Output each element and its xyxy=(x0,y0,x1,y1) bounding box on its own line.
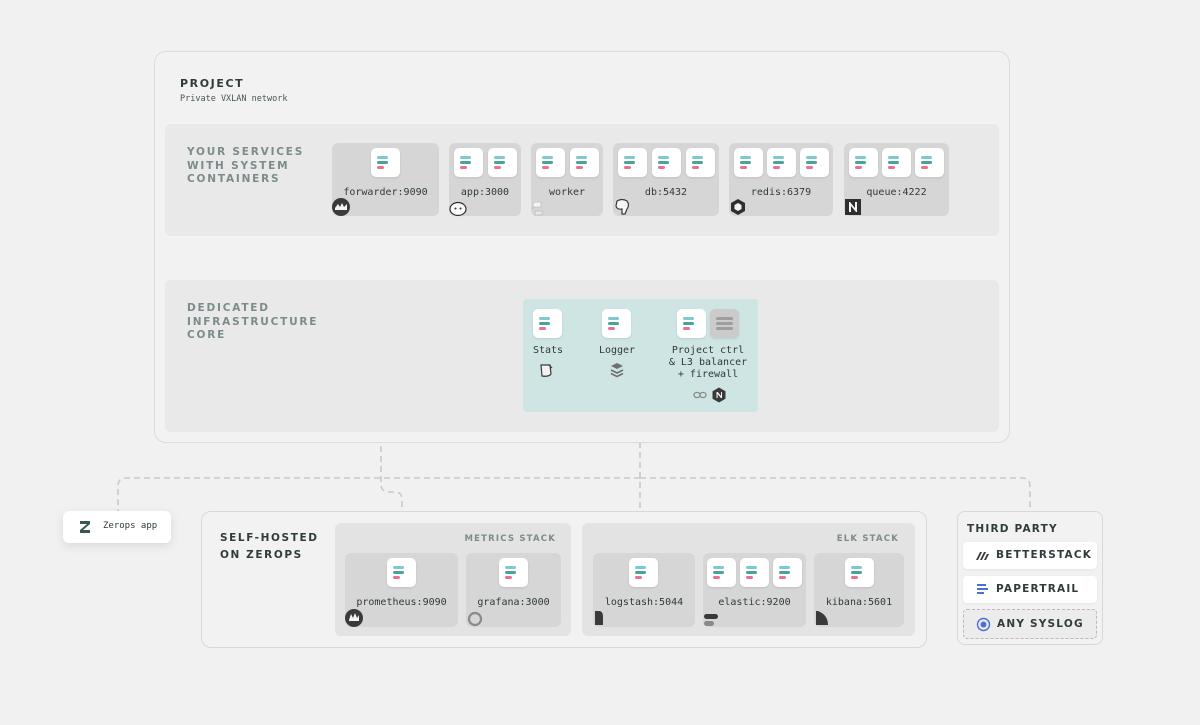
container-icon xyxy=(882,148,911,177)
container-icon xyxy=(849,148,878,177)
third-party-title: THIRD PARTY xyxy=(967,523,1058,535)
container-icon xyxy=(570,148,599,177)
container-icon xyxy=(677,309,706,338)
metrics-stack-label: METRICS STACK xyxy=(464,534,556,544)
service-label: forwarder:9090 xyxy=(343,187,428,198)
nats-icon xyxy=(845,199,861,215)
service-card-db[interactable]: db:5432 xyxy=(613,143,719,216)
python-icon xyxy=(532,201,544,216)
zerops-app-card[interactable]: Zerops app xyxy=(63,511,171,543)
service-card-worker[interactable]: worker xyxy=(531,143,603,216)
container-icon xyxy=(773,558,802,587)
project-ctrl-label: Project ctrl & L3 balancer + firewall xyxy=(668,345,748,380)
container-icon xyxy=(387,558,416,587)
container-icon xyxy=(734,148,763,177)
grey-connector-zerops-app xyxy=(117,477,640,511)
any-syslog-label: ANY SYSLOG xyxy=(997,618,1084,630)
container-icon xyxy=(800,148,829,177)
container-icon xyxy=(536,148,565,177)
service-label: kibana:5601 xyxy=(825,597,893,608)
container-icon xyxy=(767,148,796,177)
self-hosted-label: SELF-HOSTED ON ZEROPS xyxy=(220,532,319,561)
logger-label: Logger xyxy=(598,345,636,356)
service-card-logstash[interactable]: logstash:5044 xyxy=(593,553,695,627)
zerops-app-label: Zerops app xyxy=(103,521,158,531)
service-card-redis[interactable]: redis:6379 xyxy=(729,143,833,216)
container-icon xyxy=(740,558,769,587)
logstash-icon xyxy=(595,611,603,625)
fluentbit-icon xyxy=(332,198,350,216)
container-icon xyxy=(602,309,631,338)
container-icon xyxy=(707,558,736,587)
service-label: prometheus:9090 xyxy=(356,597,447,608)
elastic-icon xyxy=(704,614,718,626)
third-party-betterstack[interactable]: BETTERSTACK xyxy=(963,542,1097,569)
container-icon xyxy=(629,558,658,587)
service-card-kibana[interactable]: kibana:5601 xyxy=(814,553,904,627)
stats-label: Stats xyxy=(532,345,564,356)
infrastructure-core-box: Stats Logger Project ctrl & L3 balancer … xyxy=(523,299,758,412)
prometheus-icon xyxy=(345,609,363,627)
logger-stack-icon xyxy=(610,363,624,378)
container-icon xyxy=(488,148,517,177)
betterstack-icon xyxy=(976,552,989,560)
services-section-label: YOUR SERVICES WITH SYSTEM CONTAINERS xyxy=(187,146,305,185)
third-party-papertrail[interactable]: PAPERTRAIL xyxy=(963,576,1097,603)
third-party-any-syslog[interactable]: ANY SYSLOG xyxy=(963,609,1097,639)
container-icon xyxy=(686,148,715,177)
firewall-container-icon xyxy=(710,309,739,338)
service-label: redis:6379 xyxy=(750,187,812,198)
project-title: PROJECT xyxy=(180,77,245,90)
project-subtitle: Private VXLAN network xyxy=(180,94,288,104)
container-icon xyxy=(499,558,528,587)
service-label: worker xyxy=(548,187,586,198)
keydb-icon xyxy=(731,199,745,215)
service-label: db:5432 xyxy=(644,187,688,198)
zerops-logo-icon xyxy=(80,521,90,533)
service-card-queue[interactable]: queue:4222 xyxy=(844,143,949,216)
service-label: app:3000 xyxy=(460,187,510,198)
service-card-prometheus[interactable]: prometheus:9090 xyxy=(345,553,458,627)
link-icon xyxy=(693,391,707,399)
container-icon xyxy=(652,148,681,177)
grafana-icon xyxy=(467,611,483,627)
container-icon xyxy=(845,558,874,587)
service-label: elastic:9200 xyxy=(718,597,791,608)
syslog-icon xyxy=(976,617,991,632)
elk-stack-label: ELK STACK xyxy=(836,534,899,544)
container-icon xyxy=(915,148,944,177)
betterstack-label: BETTERSTACK xyxy=(996,549,1093,561)
container-icon xyxy=(533,309,562,338)
stats-db-icon xyxy=(540,364,553,377)
service-card-elastic[interactable]: elastic:9200 xyxy=(703,553,806,627)
container-icon xyxy=(454,148,483,177)
service-card-grafana[interactable]: grafana:3000 xyxy=(466,553,561,627)
grey-connector-third-party xyxy=(640,477,1031,511)
nginx-icon xyxy=(712,387,726,403)
postgresql-icon xyxy=(615,198,630,215)
service-card-forwarder[interactable]: forwarder:9090 xyxy=(332,143,439,216)
service-label: grafana:3000 xyxy=(477,597,550,608)
service-label: queue:4222 xyxy=(866,187,927,198)
papertrail-label: PAPERTRAIL xyxy=(996,583,1080,595)
kibana-icon xyxy=(816,611,828,625)
core-section-label: DEDICATED INFRASTRUCTURE CORE xyxy=(187,302,319,341)
service-card-app[interactable]: app:3000 xyxy=(449,143,521,217)
container-icon xyxy=(371,148,400,177)
container-icon xyxy=(618,148,647,177)
bun-icon xyxy=(449,201,467,217)
service-label: logstash:5044 xyxy=(604,597,684,608)
papertrail-icon xyxy=(977,584,988,594)
